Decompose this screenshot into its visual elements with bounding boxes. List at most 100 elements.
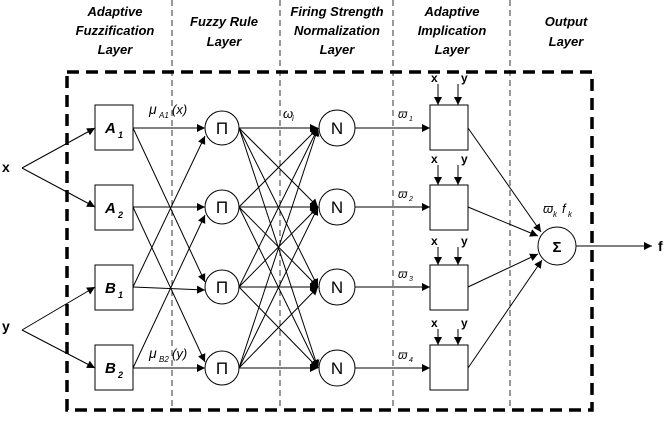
svg-text:A1: A1 (158, 111, 169, 120)
norm-node-3: N (318, 268, 356, 306)
link-b2-p2 (132, 214, 206, 369)
svg-text:k: k (568, 210, 573, 219)
svg-text:x: x (431, 152, 438, 166)
mf-node-b2: B 2 (94, 344, 134, 391)
layer2-to-layer3-links (238, 124, 320, 372)
layer-header-1-line-2: Fuzzification (76, 23, 155, 38)
norm-node-4: N (318, 349, 356, 387)
implication-node-2: x y (429, 152, 469, 231)
layer-headers: Adaptive Fuzzification Layer Fuzzy Rule … (76, 4, 588, 57)
input-x-label: x (2, 159, 10, 175)
svg-text:ω: ω (283, 106, 293, 121)
layer-header-3-line-1: Firing Strength (290, 4, 383, 19)
mf-node-a2-letter: A (104, 200, 116, 217)
svg-text:k: k (553, 210, 558, 219)
layer-header-4-line-2: Implication (418, 23, 487, 38)
rule-node-3: Π (204, 269, 240, 305)
rule-node-2-symbol: Π (216, 198, 228, 217)
svg-text:B2: B2 (159, 355, 169, 364)
svg-text:(x): (x) (172, 102, 187, 117)
layer-header-3-line-2: Normalization (294, 23, 380, 38)
link-a2-p4 (132, 206, 206, 363)
mu-b2-label: μ B2 (y) (148, 345, 187, 364)
svg-text:x: x (431, 71, 438, 85)
rule-node-2: Π (204, 189, 240, 225)
arrow-y-to-b1 (21, 286, 96, 331)
mf-node-b1-subscript: 1 (118, 290, 123, 300)
rule-node-4-symbol: Π (216, 359, 228, 378)
mf-node-b2-letter: B (105, 360, 116, 377)
layer-header-1-line-1: Adaptive (87, 4, 143, 19)
implication-nodes: x y x y x y x y (429, 71, 469, 391)
layer-header-2-line-2: Layer (207, 34, 243, 49)
input-arrows (21, 127, 96, 369)
layer-header-4-line-1: Adaptive (424, 4, 480, 19)
network-frame (65, 70, 594, 412)
mf-node-a1: A 1 (94, 104, 134, 151)
svg-text:(y): (y) (172, 346, 187, 361)
mf-node-a2-subscript: 2 (117, 210, 123, 220)
link-b1-p3 (132, 285, 206, 294)
omega-i-label: ω i (283, 106, 294, 123)
svg-text:f: f (562, 201, 567, 216)
svg-text:y: y (461, 234, 468, 248)
input-y-label: y (2, 318, 10, 334)
svg-text:3: 3 (409, 276, 413, 283)
implication-node-1: x y (429, 71, 469, 151)
svg-text:1: 1 (409, 116, 413, 123)
svg-text:x: x (431, 316, 438, 330)
implication-node-4: x y (429, 316, 469, 391)
mu-a1-label: μ A1 (x) (148, 101, 187, 120)
svg-text:i: i (292, 114, 294, 123)
svg-text:4: 4 (409, 357, 413, 364)
rule-nodes: Π Π Π Π (204, 110, 240, 386)
output-term-label: ϖ k f k (543, 201, 573, 219)
norm-node-1-symbol: N (331, 119, 343, 138)
norm-node-4-symbol: N (331, 359, 343, 378)
svg-text:x: x (431, 234, 438, 248)
fuzzification-nodes: A 1 A 2 B 1 B 2 (94, 104, 134, 391)
sum-node-symbol: Σ (552, 239, 561, 256)
rule-node-4: Π (204, 350, 240, 386)
layer-header-3-line-3: Layer (320, 42, 356, 57)
layer4-to-output-links (467, 127, 543, 369)
svg-text:y: y (461, 316, 468, 330)
sum-node: Σ (537, 226, 577, 266)
layer-header-5-line-1: Output (545, 14, 588, 29)
layer-header-2-line-1: Fuzzy Rule (190, 14, 258, 29)
link-b1-p1 (132, 135, 206, 288)
norm-node-3-symbol: N (331, 278, 343, 297)
layer-header-4-line-3: Layer (435, 42, 471, 57)
svg-text:2: 2 (408, 196, 413, 203)
svg-text:μ: μ (148, 101, 157, 117)
omega-bar-4: ϖ (398, 348, 408, 362)
layer-header-1-line-3: Layer (98, 42, 134, 57)
omega-bar-labels: ϖ 1 ϖ 2 ϖ 3 ϖ 4 (398, 107, 413, 364)
svg-text:y: y (461, 152, 468, 166)
norm-node-2-symbol: N (331, 198, 343, 217)
mf-node-a2: A 2 (94, 184, 134, 231)
output-f-label: f (658, 238, 663, 254)
arrow-x-to-a2 (21, 167, 96, 208)
svg-text:ϖ: ϖ (543, 201, 554, 216)
layer1-to-layer2-links (132, 124, 206, 372)
mf-node-b1-letter: B (105, 280, 116, 297)
mf-node-a1-subscript: 1 (118, 130, 123, 140)
rule-node-1: Π (204, 110, 240, 146)
link-a1-p3 (132, 127, 206, 283)
arrow-x-to-a1 (21, 127, 96, 169)
mf-node-b2-subscript: 2 (117, 370, 123, 380)
svg-text:μ: μ (148, 345, 157, 361)
arrow-y-to-b2 (21, 329, 96, 369)
mf-node-a1-letter: A (104, 120, 116, 137)
omega-bar-1: ϖ (398, 107, 408, 121)
implication-node-3: x y (429, 234, 469, 311)
omega-bar-2: ϖ (398, 187, 408, 201)
layer-header-5-line-2: Layer (549, 34, 585, 49)
omega-bar-3: ϖ (398, 267, 408, 281)
norm-node-1: N (318, 109, 356, 147)
svg-text:y: y (461, 71, 468, 85)
mf-node-b1: B 1 (94, 264, 134, 311)
norm-node-2: N (318, 188, 356, 226)
